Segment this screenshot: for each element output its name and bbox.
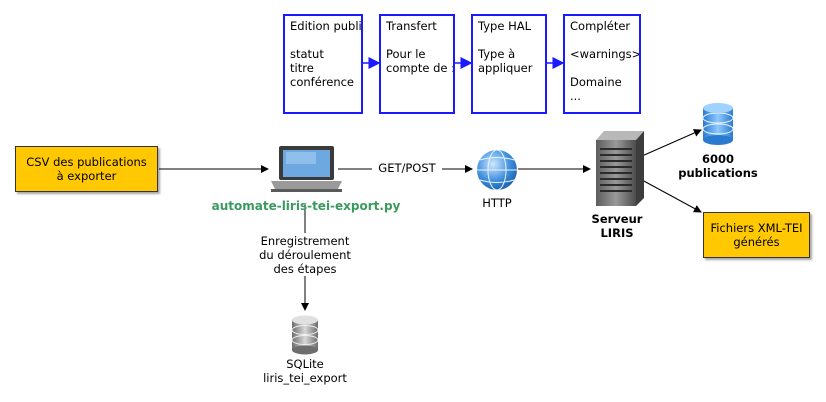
csv-line-1: CSV des publications <box>26 155 147 169</box>
server-to-publications-arrow <box>641 129 702 157</box>
server-icon <box>596 131 644 206</box>
step-title: Transfert <box>386 19 437 33</box>
get-post-label: GET/POST <box>372 161 442 175</box>
step-line: Domaine <box>570 75 622 89</box>
laptop-icon <box>271 146 342 192</box>
step-transfert: Transfert Pour le compte de : <box>379 14 455 114</box>
server-label-line-1: Serveur <box>591 212 643 226</box>
sqlite-line-2: liris_tei_export <box>263 371 347 385</box>
sqlite-line-1: SQLite <box>286 357 324 371</box>
step-line: <warnings> <box>570 47 641 61</box>
xml-output-box: Fichiers XML-TEI générés <box>703 212 810 258</box>
csv-input-box: CSV des publications à exporter <box>15 146 158 192</box>
step-line: ... <box>570 89 581 103</box>
step-title: Edition publi <box>290 19 362 33</box>
publications-count: 6000 <box>701 152 734 166</box>
log-line-1: Enregistrement <box>260 234 350 248</box>
step-line: appliquer <box>478 61 533 75</box>
step-line: Pour le <box>386 47 426 61</box>
sqlite-label: SQLite liris_tei_export <box>245 357 365 385</box>
step-title: Type HAL <box>478 19 531 33</box>
log-label: Enregistrement du déroulement des étapes <box>245 234 365 276</box>
step-type-hal: Type HAL Type à appliquer <box>471 14 547 114</box>
globe-icon <box>477 149 517 191</box>
script-name: automate-liris-tei-export.py <box>211 199 401 213</box>
sqlite-database-icon <box>291 315 319 355</box>
server-label-line-2: LIRIS <box>600 226 634 240</box>
step-line: Type à <box>478 47 516 61</box>
database-icon <box>702 103 734 145</box>
log-line-2: du déroulement <box>259 248 351 262</box>
step-completer: Compléter <warnings> Domaine ... <box>563 14 641 114</box>
server-to-xml-arrow <box>641 179 702 213</box>
step-line: compte de : <box>386 61 455 75</box>
step-line: titre <box>290 61 314 75</box>
publications-label: 6000 publications <box>668 152 768 180</box>
csv-line-2: à exporter <box>56 169 117 183</box>
publications-word: publications <box>678 166 758 180</box>
step-title: Compléter <box>570 19 631 33</box>
log-line-3: des étapes <box>273 262 337 276</box>
step-line: conférence <box>290 75 355 89</box>
http-label: HTTP <box>482 196 512 210</box>
xml-line-1: Fichiers XML-TEI <box>710 221 803 235</box>
server-label: Serveur LIRIS <box>575 212 659 240</box>
step-line: statut <box>290 47 324 61</box>
step-edition-publi: Edition publi statut titre conférence <box>283 14 363 114</box>
xml-line-2: générés <box>733 235 780 249</box>
